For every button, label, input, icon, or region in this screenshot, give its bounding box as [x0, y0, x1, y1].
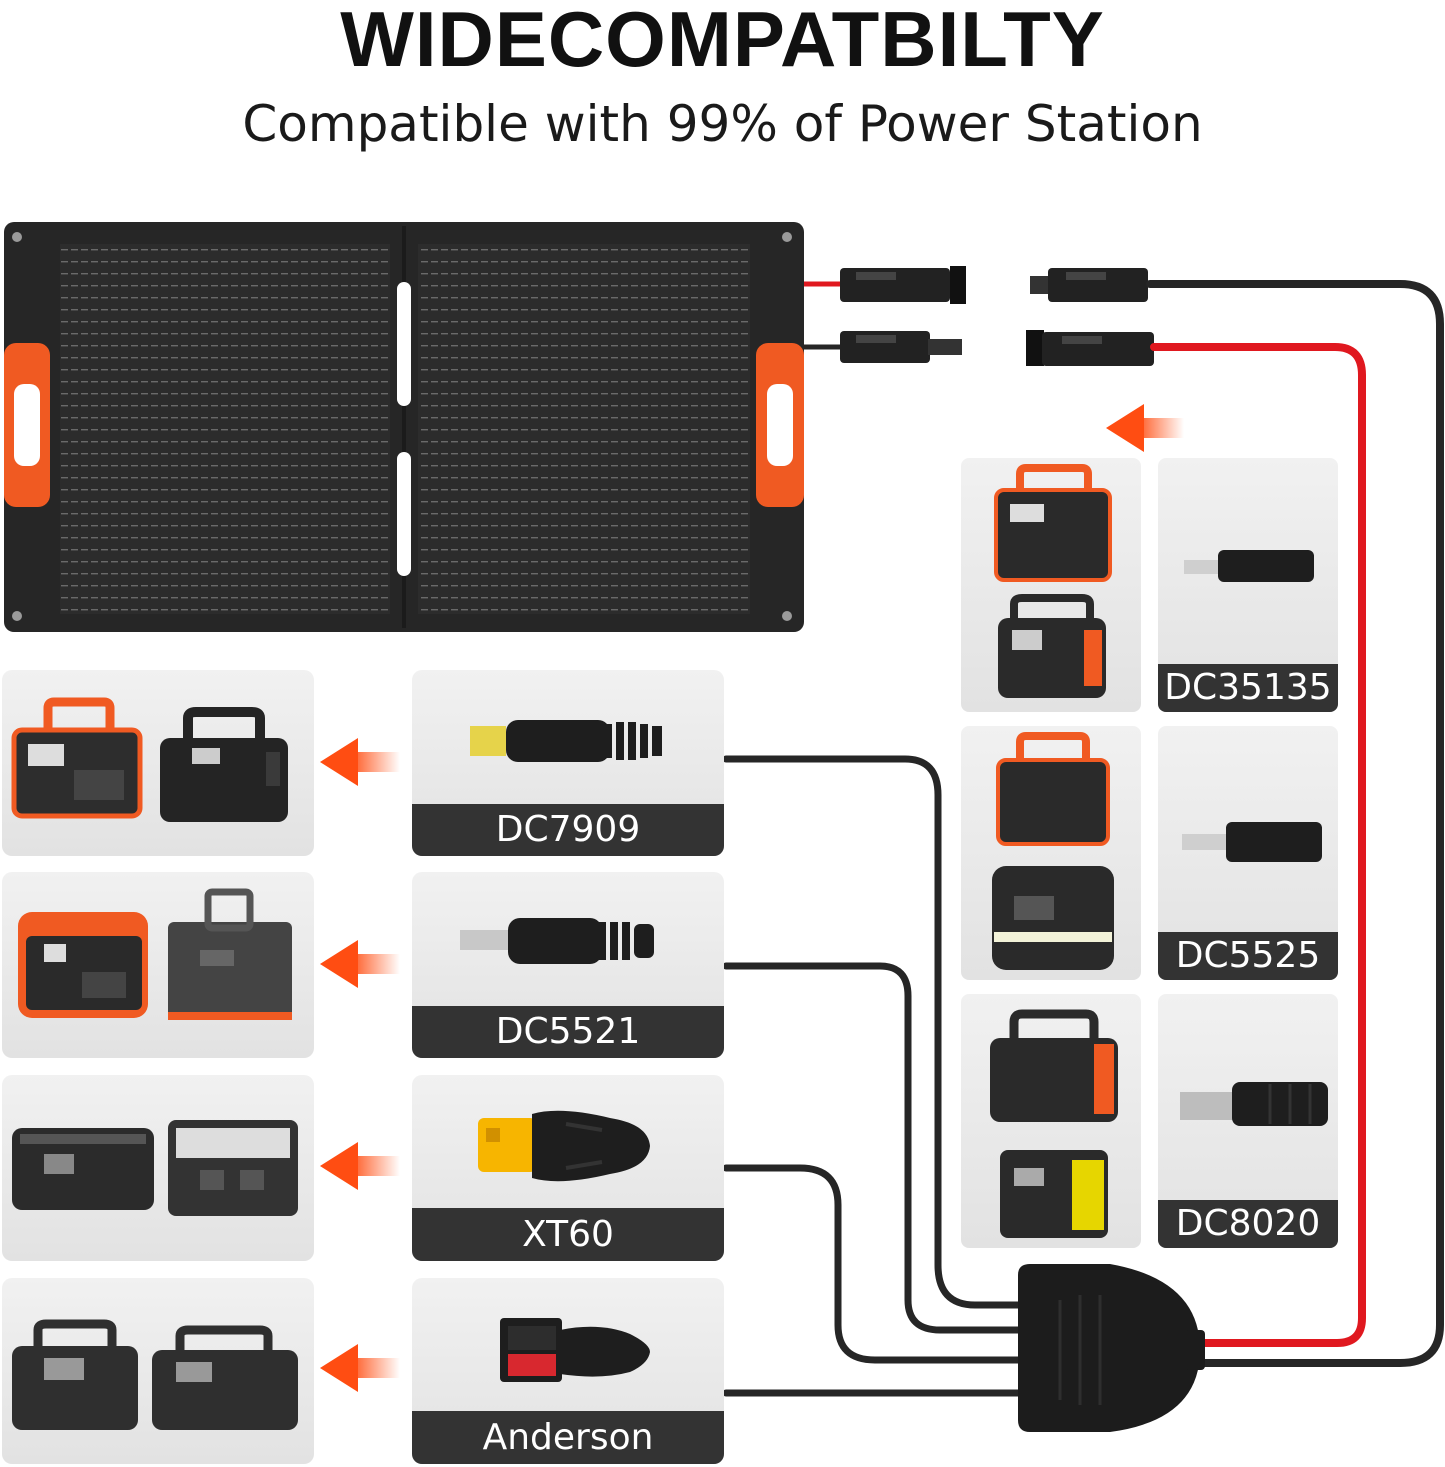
device-tile-2 — [2, 872, 314, 1058]
panel-handle-right — [756, 343, 804, 507]
connector-tile-dc5525 — [1158, 726, 1338, 980]
dc8020-plug-icon — [1180, 1082, 1328, 1126]
arrow-icon-4 — [320, 1344, 400, 1392]
panel-handle-left — [4, 343, 50, 507]
device-tile-1 — [2, 670, 314, 856]
connector-label-dc7909: DC7909 — [412, 804, 724, 856]
connector-label-anderson: Anderson — [412, 1411, 724, 1464]
arrow-icon-1 — [320, 738, 400, 786]
dc7909-plug-icon — [470, 720, 662, 762]
mc4-connectors-cable — [1026, 268, 1154, 366]
arrow-icon-3 — [320, 1142, 400, 1190]
cable-harness — [722, 280, 1444, 1397]
dc5521-plug-icon — [460, 918, 654, 964]
mc4-connectors-panel — [804, 266, 966, 363]
anderson-plug-icon — [500, 1318, 650, 1382]
connector-tile-dc35135 — [1158, 458, 1338, 712]
dc5525-plug-icon — [1182, 822, 1322, 862]
xt60-plug-icon — [478, 1110, 650, 1182]
connector-label-dc5521: DC5521 — [412, 1006, 724, 1058]
connector-label-dc35135: DC35135 — [1158, 664, 1338, 712]
solar-panel — [4, 222, 804, 632]
device-tile-4 — [2, 1278, 314, 1464]
device-tile-3 — [2, 1075, 314, 1261]
dc35135-plug-icon — [1184, 550, 1314, 582]
device-tile-r3 — [961, 994, 1141, 1248]
page-subtitle: Compatible with 99% of Power Station — [242, 95, 1203, 153]
arrow-icon-2 — [320, 940, 400, 988]
arrow-icon-right — [1106, 404, 1184, 452]
device-tile-r1 — [961, 458, 1141, 712]
connector-tile-dc8020 — [1158, 994, 1338, 1248]
page-title: WIDECOMPATBILTY — [340, 0, 1105, 83]
device-tile-r2 — [961, 726, 1141, 980]
connector-label-xt60: XT60 — [412, 1208, 724, 1261]
splitter-hub — [1018, 1264, 1205, 1432]
connector-label-dc8020: DC8020 — [1158, 1200, 1338, 1248]
connector-label-dc5525: DC5525 — [1158, 932, 1338, 980]
